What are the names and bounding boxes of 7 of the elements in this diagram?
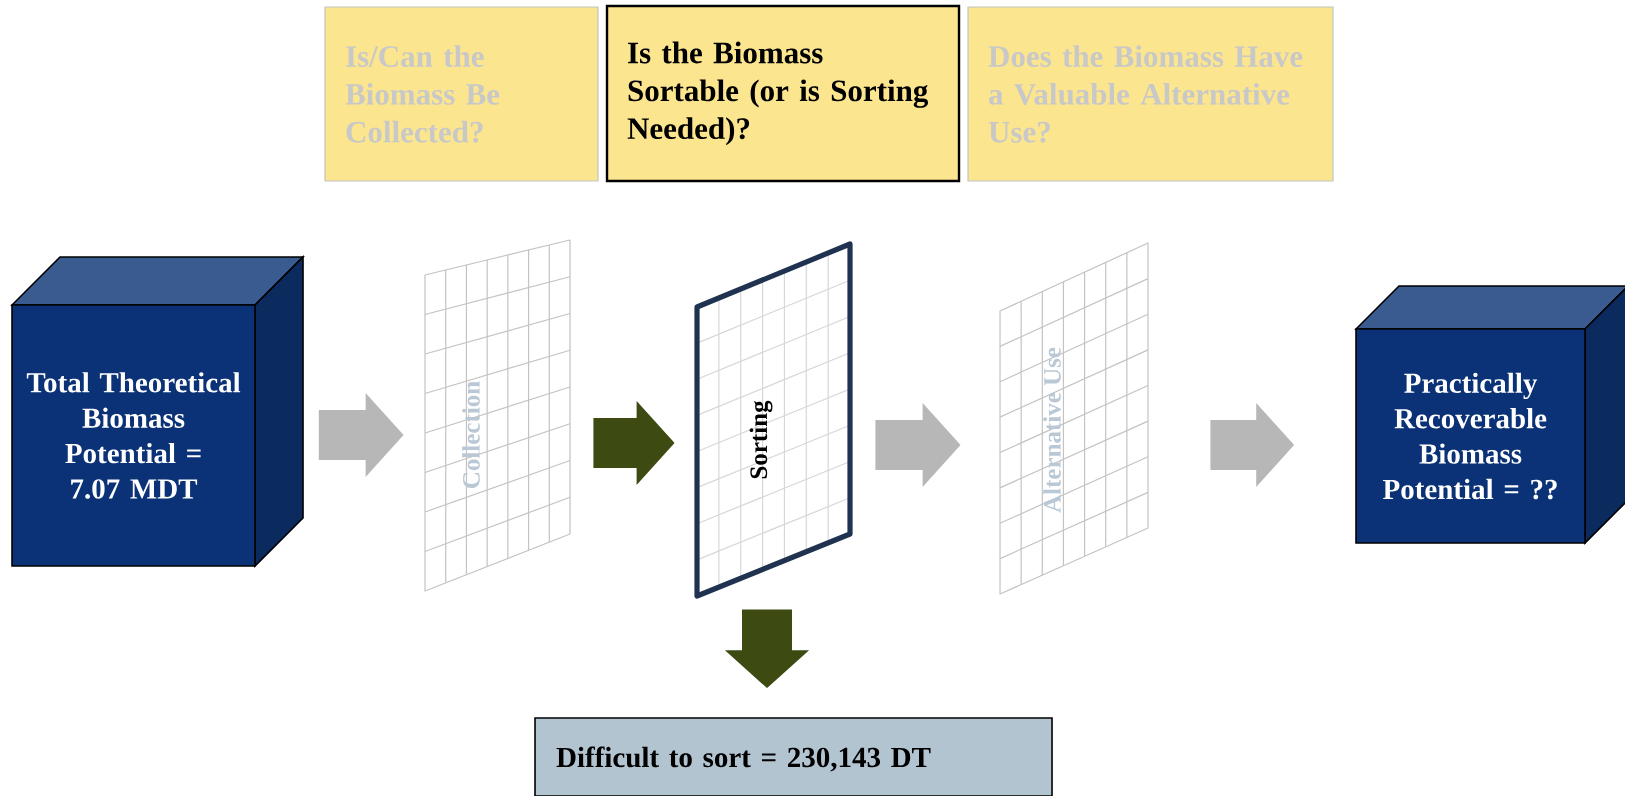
grid-panel: Alternative Use [999, 242, 1149, 595]
result-box: Difficult to sort = 230,143 DT [534, 717, 1053, 796]
grid-panel: Collection [424, 239, 571, 592]
question-box: Does the Biomass Have a Valuable Alternative Use? [967, 6, 1334, 182]
grid-panel: Sorting [694, 241, 853, 599]
question-box: Is/Can the Biomass Be Collected? [324, 6, 599, 182]
question-box: Is the Biomass Sortable (or is Sorting Needed)? [605, 4, 961, 183]
